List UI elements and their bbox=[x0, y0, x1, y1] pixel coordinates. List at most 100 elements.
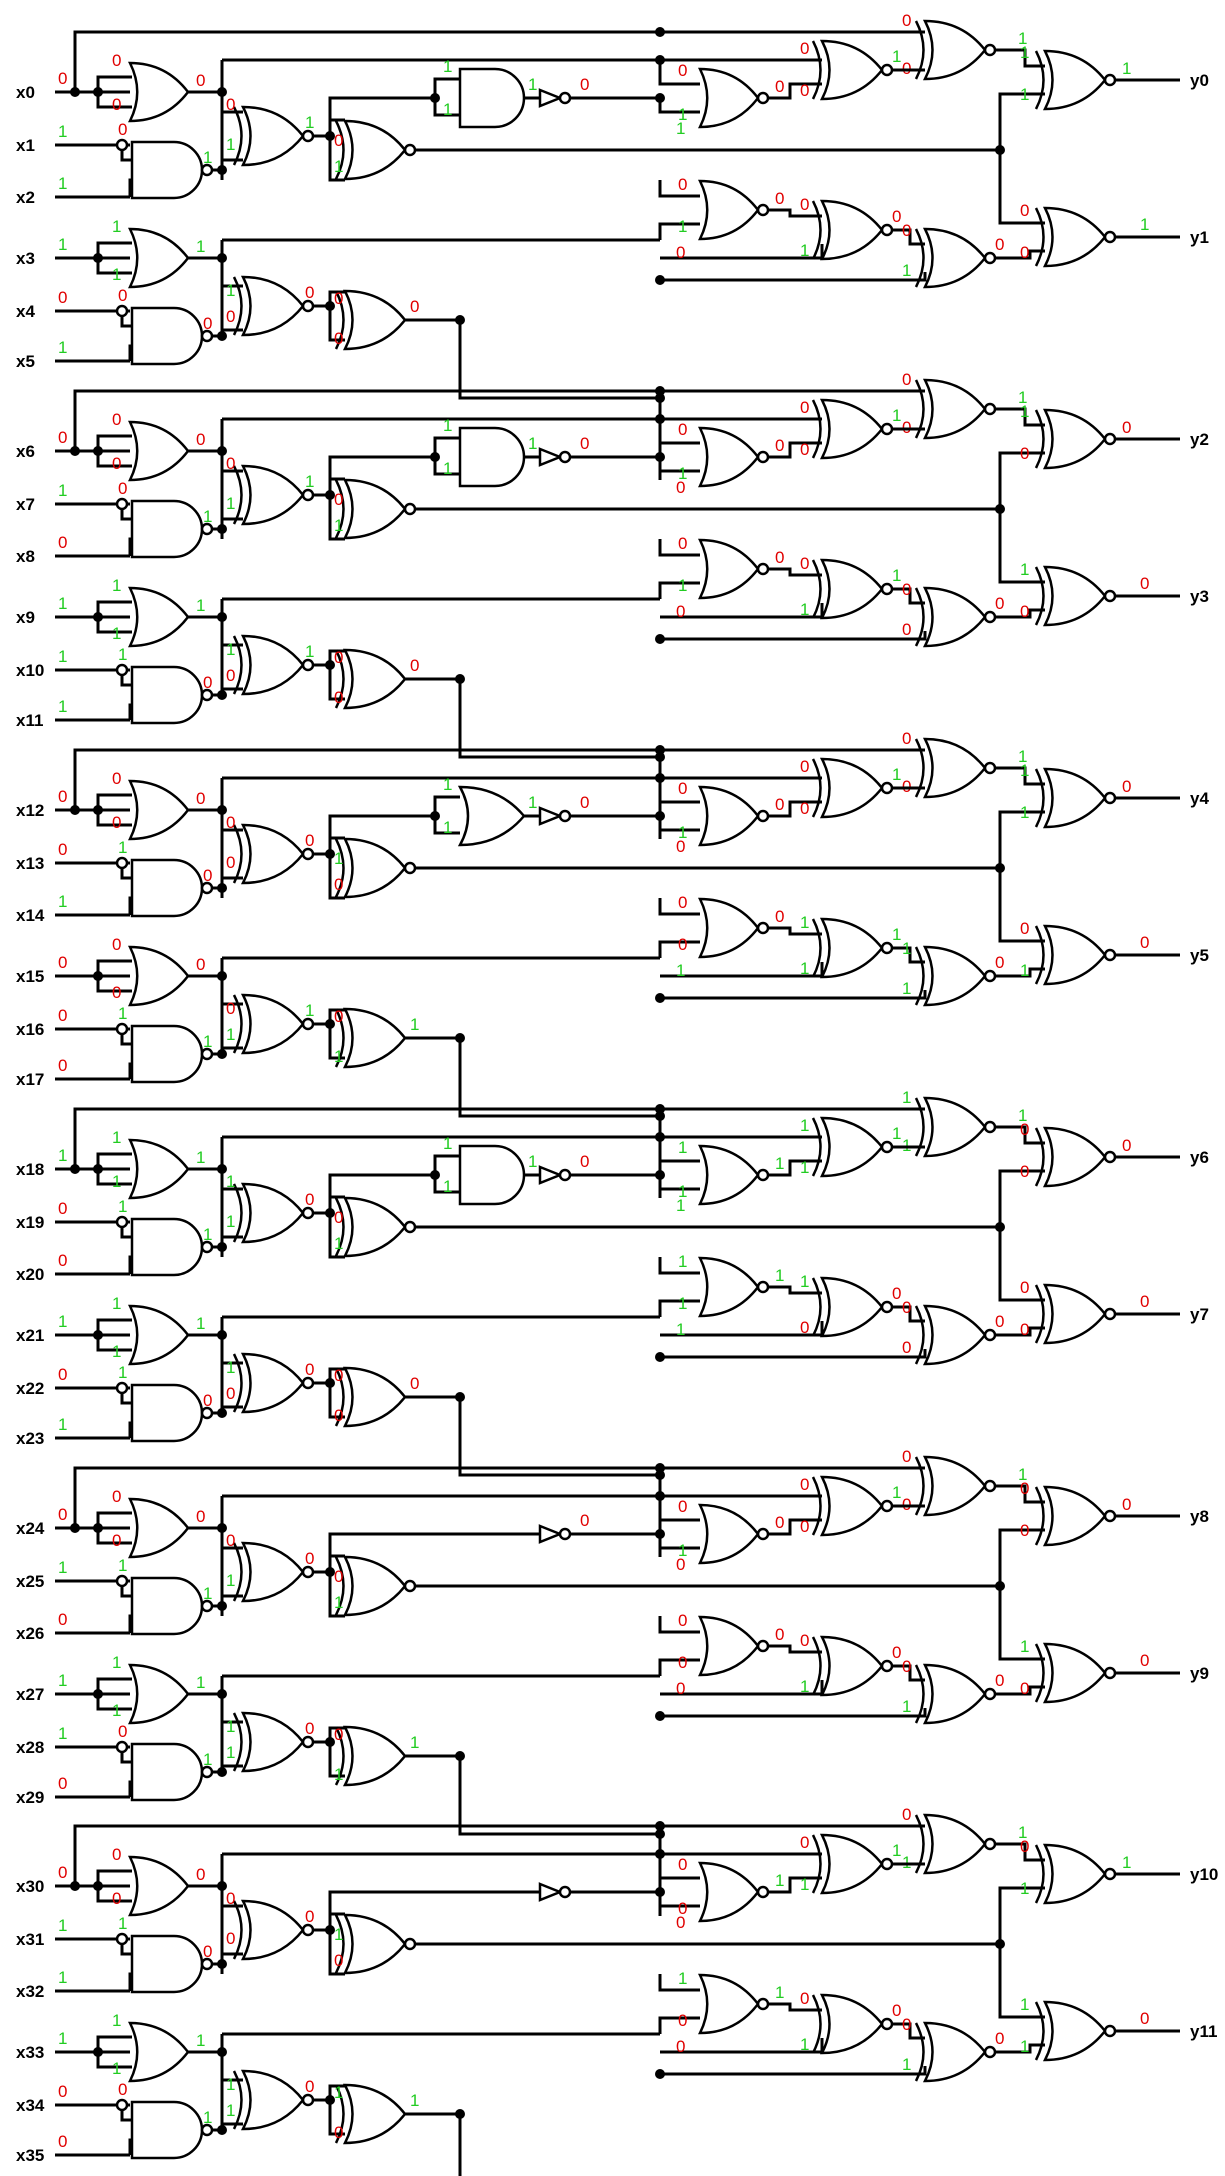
xor-gate bbox=[342, 1366, 407, 1428]
xnor-gate-arc bbox=[914, 1305, 925, 1365]
wire bbox=[458, 2114, 462, 2176]
signal-value: 0 bbox=[902, 1805, 911, 1824]
junction-dot bbox=[655, 393, 665, 403]
inversion-bubble bbox=[983, 1837, 997, 1851]
signal-value: 0 bbox=[902, 1298, 911, 1317]
junction-dot bbox=[655, 1829, 665, 1839]
xor-gate bbox=[240, 275, 305, 337]
wire bbox=[96, 1677, 132, 1694]
junction-dot bbox=[93, 971, 103, 981]
signal-value: 1 bbox=[1020, 1637, 1029, 1656]
signal-value: 1 bbox=[676, 961, 685, 980]
signal-value: 0 bbox=[410, 656, 419, 675]
signal-value: 0 bbox=[203, 314, 212, 333]
input-label: x22 bbox=[16, 1379, 44, 1398]
junction-dot bbox=[655, 745, 665, 755]
input-label: x26 bbox=[16, 1624, 44, 1643]
signal-value: 1 bbox=[334, 1925, 343, 1944]
wire bbox=[658, 1658, 700, 1676]
signal-value: 0 bbox=[580, 1152, 589, 1171]
xnor-gate-arc bbox=[914, 2022, 925, 2082]
xnor-gate bbox=[922, 586, 987, 648]
inversion-bubble bbox=[880, 1140, 894, 1154]
junction-dot bbox=[70, 1523, 80, 1533]
xor-gate-arc bbox=[334, 649, 345, 709]
signal-value: 1 bbox=[902, 1697, 911, 1716]
junction-dot bbox=[325, 1737, 335, 1747]
xor-gate-arc bbox=[232, 635, 243, 695]
inversion-bubble bbox=[115, 497, 129, 511]
signal-value: 1 bbox=[800, 959, 809, 978]
signal-value: 0 bbox=[678, 61, 687, 80]
signal-value: 0 bbox=[58, 2082, 67, 2101]
or-gate bbox=[127, 1304, 190, 1366]
signal-value: 0 bbox=[1140, 1292, 1149, 1311]
inversion-bubble bbox=[880, 1499, 894, 1513]
signal-value: 1 bbox=[112, 624, 121, 643]
signal-value: 1 bbox=[112, 1294, 121, 1313]
wire bbox=[658, 2016, 700, 2034]
signal-value: 0 bbox=[226, 1531, 235, 1550]
signal-value: 0 bbox=[995, 2029, 1004, 2048]
xnor-gate-arc bbox=[811, 399, 822, 459]
junction-dot bbox=[655, 275, 665, 285]
signal-value: 1 bbox=[58, 481, 67, 500]
signal-value: 1 bbox=[800, 1158, 809, 1177]
signal-value: 0 bbox=[112, 1531, 121, 1550]
input-label: x20 bbox=[16, 1265, 44, 1284]
signal-value: 0 bbox=[305, 1360, 314, 1379]
wire bbox=[128, 896, 132, 915]
input-label: x28 bbox=[16, 1738, 44, 1757]
inversion-bubble bbox=[983, 1687, 997, 1701]
inversion-bubble bbox=[880, 781, 894, 795]
signal-value: 1 bbox=[226, 281, 235, 300]
or-gate bbox=[127, 1138, 190, 1200]
nand-gate bbox=[130, 858, 204, 918]
wire bbox=[768, 1518, 822, 1536]
inversion-bubble bbox=[558, 809, 572, 823]
signal-value: 1 bbox=[1018, 388, 1027, 407]
junction-dot bbox=[430, 1170, 440, 1180]
signal-value: 0 bbox=[112, 410, 121, 429]
junction-dot bbox=[93, 1689, 103, 1699]
xnor-gate bbox=[819, 1116, 884, 1178]
input-label: x15 bbox=[16, 967, 44, 986]
wire bbox=[892, 228, 925, 246]
signal-value: 0 bbox=[196, 430, 205, 449]
inversion-bubble bbox=[1103, 1509, 1117, 1523]
signal-value: 0 bbox=[334, 648, 343, 667]
junction-dot bbox=[93, 87, 103, 97]
signal-value: 0 bbox=[678, 2011, 687, 2030]
wire bbox=[998, 1169, 1045, 1227]
nand-gate bbox=[130, 140, 204, 200]
input-label: x21 bbox=[16, 1326, 44, 1345]
signal-value: 1 bbox=[58, 1415, 67, 1434]
wire bbox=[995, 967, 1045, 978]
nand-gate bbox=[130, 499, 204, 559]
nor-gate bbox=[697, 1144, 760, 1206]
wire bbox=[660, 2066, 927, 2076]
signal-value: 0 bbox=[112, 813, 121, 832]
junction-dot bbox=[655, 752, 665, 762]
xnor-gate bbox=[922, 378, 987, 440]
xnor-gate-arc bbox=[914, 20, 925, 80]
signal-value: 0 bbox=[118, 1722, 127, 1741]
signal-value: 1 bbox=[775, 1266, 784, 1285]
signal-value: 1 bbox=[58, 338, 67, 357]
inversion-bubble bbox=[115, 304, 129, 318]
inversion-bubble bbox=[115, 856, 129, 870]
xor-gate-arc bbox=[232, 1353, 243, 1413]
inversion-bubble bbox=[756, 921, 770, 935]
signal-value: 0 bbox=[226, 454, 235, 473]
signal-value: 1 bbox=[226, 1717, 235, 1736]
junction-dot bbox=[70, 805, 80, 815]
xnor-gate bbox=[1042, 1843, 1107, 1905]
signal-value: 1 bbox=[203, 148, 212, 167]
signal-value: 1 bbox=[334, 157, 343, 176]
wire bbox=[658, 940, 700, 958]
signal-value: 0 bbox=[334, 490, 343, 509]
inversion-bubble bbox=[1103, 791, 1117, 805]
signal-value: 0 bbox=[226, 813, 235, 832]
signal-value: 1 bbox=[892, 925, 901, 944]
junction-dot bbox=[655, 634, 665, 644]
